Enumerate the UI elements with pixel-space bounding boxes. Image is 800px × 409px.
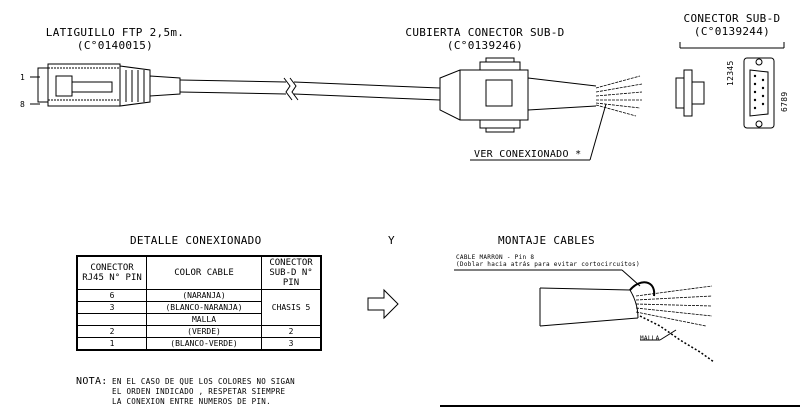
table-row: 2 (VERDE) 2 (76, 325, 322, 338)
cover-name: CUBIERTA CONECTOR SUB-D (405, 26, 565, 39)
cover-code: (C°0139246) (446, 39, 524, 52)
table-row: 6 (NARANJA) CHASIS 5 (76, 289, 322, 326)
note-line-1: EN EL CASO DE QUE LOS COLORES NO SIGAN (112, 377, 295, 386)
cover-title: CUBIERTA CONECTOR SUB-D (C°0139246) (400, 26, 570, 52)
shield-label: MALLA (640, 335, 660, 342)
see-wiring-label: VER CONEXIONADO * (474, 149, 582, 160)
cell-color: (BLANCO-NARANJA) (146, 301, 262, 314)
subd-connector (675, 42, 785, 129)
pin-label-last: 8 (20, 100, 26, 109)
cell-color: (NARANJA) (146, 289, 262, 302)
and-label: Y (388, 234, 395, 247)
note-label: NOTA: (76, 376, 108, 387)
cell-subd: CHASIS 5 (261, 289, 322, 326)
table-header-row: CONECTOR RJ45 N° PIN COLOR CABLE CONECTO… (76, 255, 322, 290)
connection-table: CONECTOR RJ45 N° PIN COLOR CABLE CONECTO… (76, 255, 322, 351)
cell-rj45 (76, 313, 147, 326)
header-color: COLOR CABLE (146, 255, 262, 290)
subd-code: (C°0139244) (693, 25, 771, 38)
cell-rj45: 3 (76, 301, 147, 314)
rj45-plug (30, 63, 181, 107)
subd-pins-top-row: 12345 (726, 60, 735, 86)
patch-cord-title: LATIGUILLO FTP 2,5m. (C°0140015) (40, 26, 190, 52)
brown-wire-label-2: (Doblar hacia atrás para evitar cortocir… (456, 261, 640, 268)
subd-name: CONECTOR SUB-D (683, 12, 781, 25)
cable-assembly (440, 269, 800, 407)
note-text: EN EL CASO DE QUE LOS COLORES NO SIGAN E… (112, 377, 295, 407)
brown-wire-label-1: CABLE MARRON - Pin 8 (456, 254, 535, 261)
note-line-2: EL ORDEN INDICADO , RESPETAR SIEMPRE (112, 387, 286, 396)
pin-label-first: 1 (20, 73, 26, 82)
cell-rj45: 6 (76, 289, 147, 302)
table-row: 1 (BLANCO-VERDE) 3 (76, 337, 322, 351)
subd-pins-bottom-row: 6789 (780, 91, 789, 112)
subd-title: CONECTOR SUB-D (C°0139244) (676, 12, 788, 38)
detail-title: DETALLE CONEXIONADO (130, 234, 262, 247)
fanned-wires (595, 75, 643, 117)
brown-wire-label: CABLE MARRON - Pin 8 (Doblar hacia atrás… (456, 254, 640, 268)
cell-color: MALLA (146, 313, 262, 326)
cell-subd: 3 (261, 337, 322, 351)
wiring-leader (470, 103, 607, 161)
cell-rj45: 2 (76, 325, 147, 338)
cell-rj45: 1 (76, 337, 147, 351)
cell-color: (VERDE) (146, 325, 262, 338)
patch-cord-code: (C°0140015) (76, 39, 154, 52)
assembly-title: MONTAJE CABLES (498, 234, 595, 247)
header-subd: CONECTOR SUB-D N° PIN (261, 255, 322, 290)
cell-subd: 2 (261, 325, 322, 338)
ftp-cable (179, 77, 441, 101)
subd-cover (439, 57, 597, 133)
patch-cord-name: LATIGUILLO FTP 2,5m. (45, 26, 185, 39)
cell-color: (BLANCO-VERDE) (146, 337, 262, 351)
arrow-icon (367, 288, 399, 320)
header-rj45: CONECTOR RJ45 N° PIN (76, 255, 147, 290)
note-line-3: LA CONEXION ENTRE NUMEROS DE PIN. (112, 397, 271, 406)
